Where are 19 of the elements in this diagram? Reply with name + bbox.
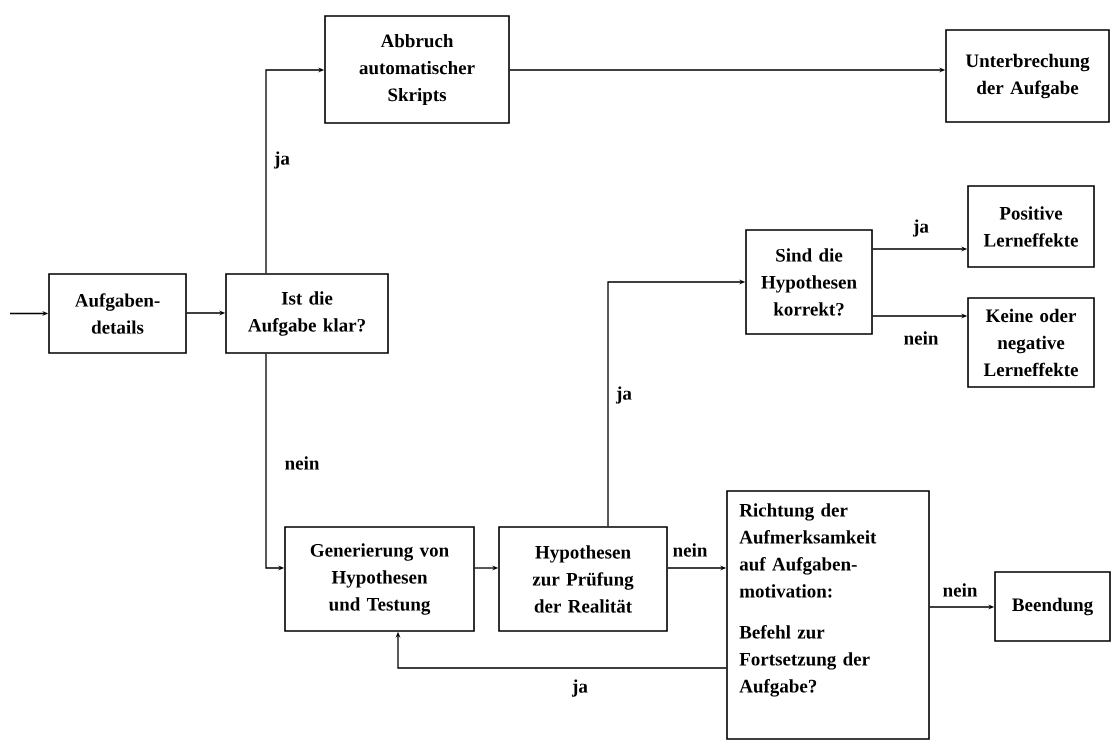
edge-label: ja [912,218,930,238]
edge-label: nein [941,582,979,598]
edge-label: nein [902,330,940,346]
edge-label: nein [671,542,709,558]
edge-label: ja [571,678,589,698]
process-box: Positive Lerneffekte [967,185,1095,268]
process-box: Beendung [994,571,1111,642]
process-box: Unterbrechung der Aufgabe [945,29,1110,123]
decision-box: Sind die Hypothesen korrekt? [745,229,873,335]
process-box: Aufgaben- details [48,273,187,354]
process-box: Abbruch automatischer Skripts [324,15,510,124]
process-box: Keine oder negative Lerneffekte [967,297,1095,388]
process-box: Hypothesen zur Prüfung der Realität [498,526,668,632]
edge-label: ja [615,385,633,405]
process-box: Richtung der Aufmerksamkeit auf Aufgaben- motivation: Befehl zur Fortsetzung der Aufgabe? [726,490,930,740]
process-box: Generierung von Hypothesen und Testung [284,526,475,632]
edge-label: nein [283,455,321,471]
decision-box: Ist die Aufgabe klar? [225,273,389,354]
edge-label: ja [273,150,291,170]
